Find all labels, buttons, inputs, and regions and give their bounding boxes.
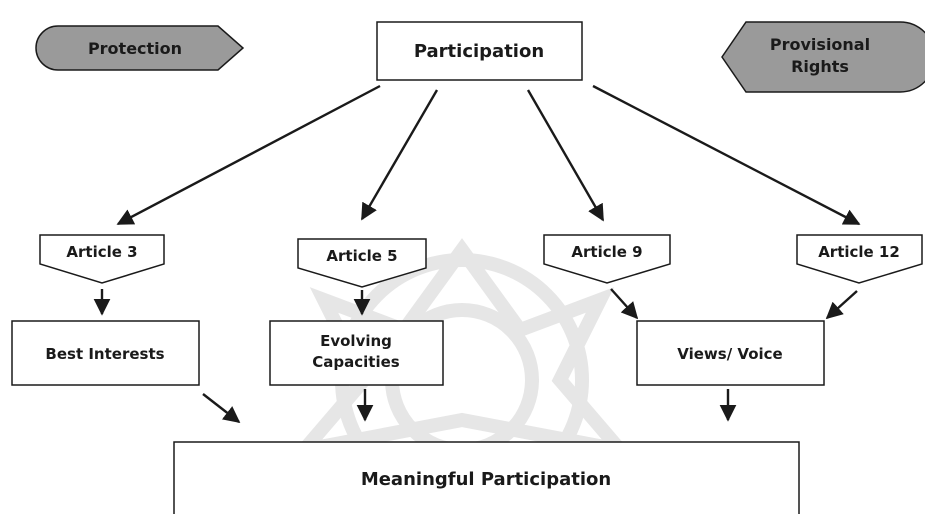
best-interests-node: Best Interests <box>11 320 200 386</box>
participation-arrows <box>116 84 861 226</box>
provisional-label-line2: Rights <box>791 57 849 76</box>
evolving-label-line2: Capacities <box>312 353 400 371</box>
article-12-shape: Article 12 <box>796 234 923 284</box>
participation-label: Participation <box>414 41 544 62</box>
article-5-label: Article 5 <box>326 247 397 265</box>
participation-box: Participation <box>376 21 583 81</box>
outcome-arrows <box>202 389 737 424</box>
provisional-label-line1: Provisional <box>770 35 870 54</box>
article-9-label: Article 9 <box>571 243 642 261</box>
meaningful-participation-label: Meaningful Participation <box>361 469 611 490</box>
article-5-shape: Article 5 <box>297 238 427 288</box>
views-voice-box: Views/ Voice <box>636 320 825 386</box>
article-3-label: Article 3 <box>66 243 137 261</box>
protection-shape: Protection <box>35 25 245 71</box>
article-12-label: Article 12 <box>818 243 900 261</box>
article-9-shape: Article 9 <box>543 234 671 284</box>
provisional-rights-shape: Provisional Rights <box>721 21 925 93</box>
best-interests-label: Best Interests <box>45 345 164 363</box>
views-voice-label: Views/ Voice <box>677 345 782 363</box>
evolving-label-line1: Evolving <box>320 332 392 350</box>
article-arrows <box>93 288 858 320</box>
protection-label: Protection <box>88 39 182 58</box>
meaningful-participation-box: Meaningful Participation <box>173 441 800 514</box>
article-3-shape: Article 3 <box>39 234 165 284</box>
evolving-capacities-box: Evolving Capacities <box>269 320 444 386</box>
